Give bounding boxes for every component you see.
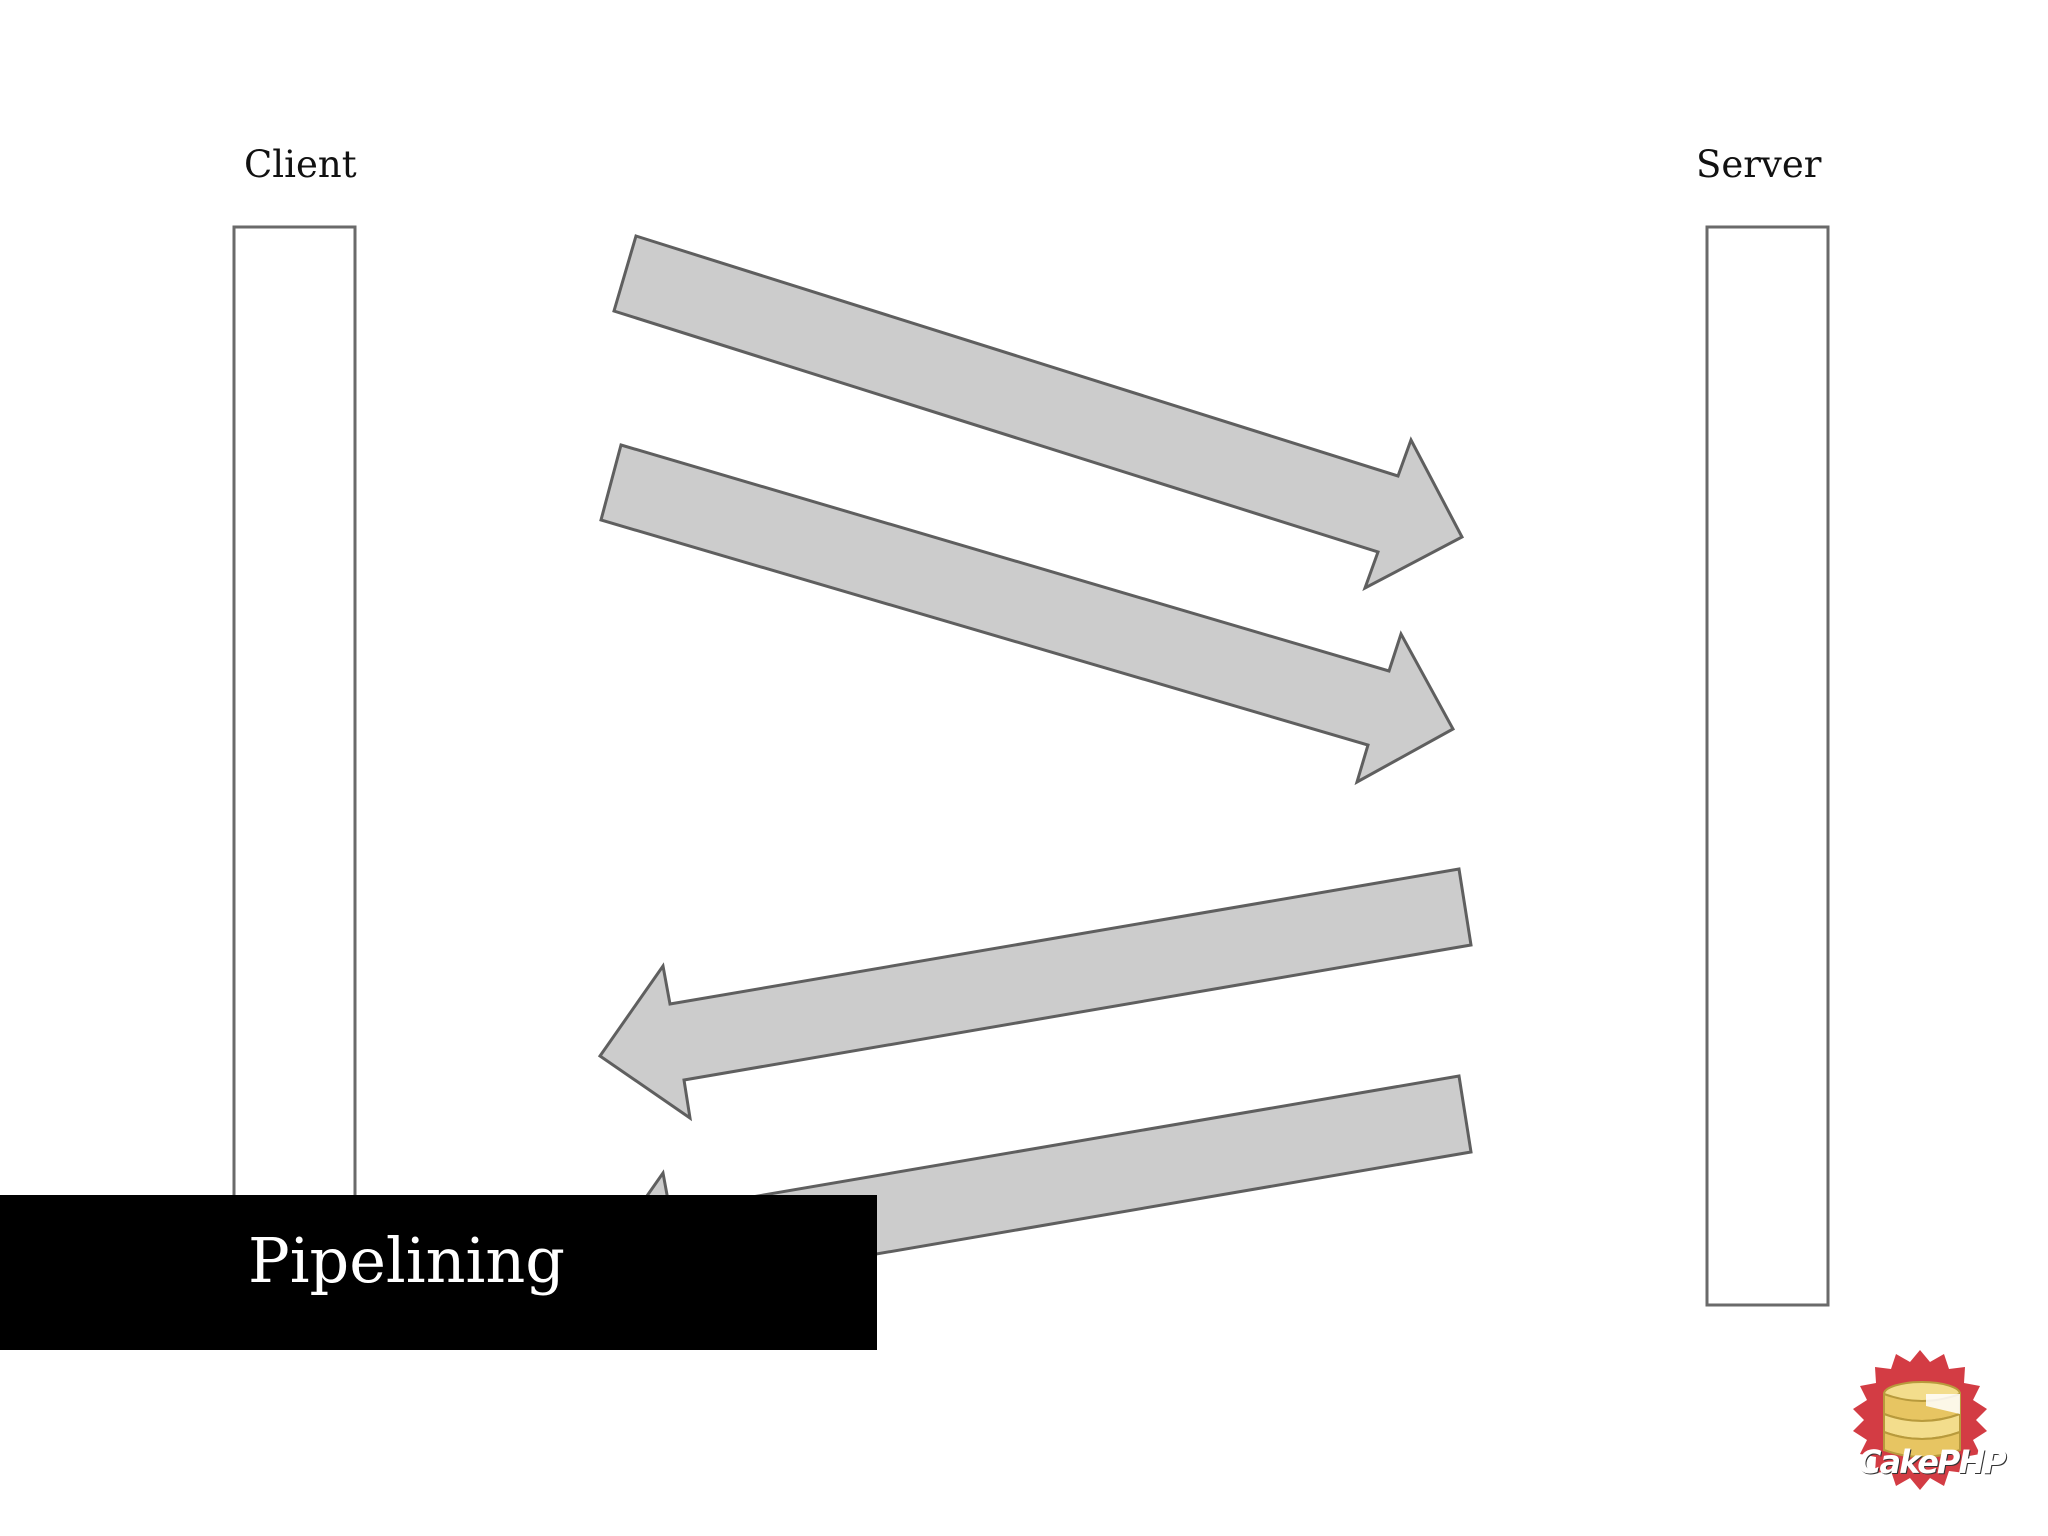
cakephp-logo-text: CakePHP	[1858, 1443, 2007, 1481]
client-label: Client	[244, 143, 357, 186]
response-arrow-1	[597, 867, 1473, 1122]
request-arrow-2	[599, 443, 1456, 786]
server-label: Server	[1696, 143, 1822, 186]
caption-title: Pipelining	[248, 1224, 565, 1297]
server-lifeline	[1705, 225, 1830, 1307]
caption-bar	[0, 1195, 877, 1350]
request-arrow-1	[612, 234, 1465, 592]
cakephp-logo-icon	[1853, 1350, 1987, 1490]
client-lifeline	[232, 225, 357, 1307]
